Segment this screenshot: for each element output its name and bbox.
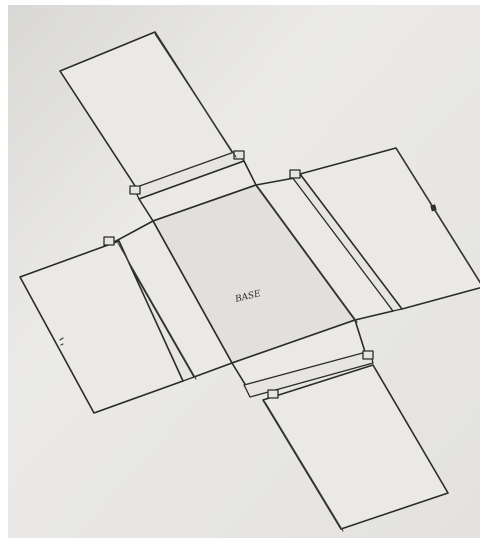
tab-nub bbox=[234, 151, 244, 159]
tab-nub bbox=[268, 390, 278, 398]
tab-nub bbox=[363, 351, 373, 359]
tab-nub bbox=[104, 237, 114, 245]
box-net-drawing: BASE bbox=[8, 5, 480, 538]
tab-nub bbox=[130, 186, 140, 194]
pencil-sketch-photo: BASE bbox=[8, 5, 480, 538]
tab-nub bbox=[290, 170, 300, 178]
